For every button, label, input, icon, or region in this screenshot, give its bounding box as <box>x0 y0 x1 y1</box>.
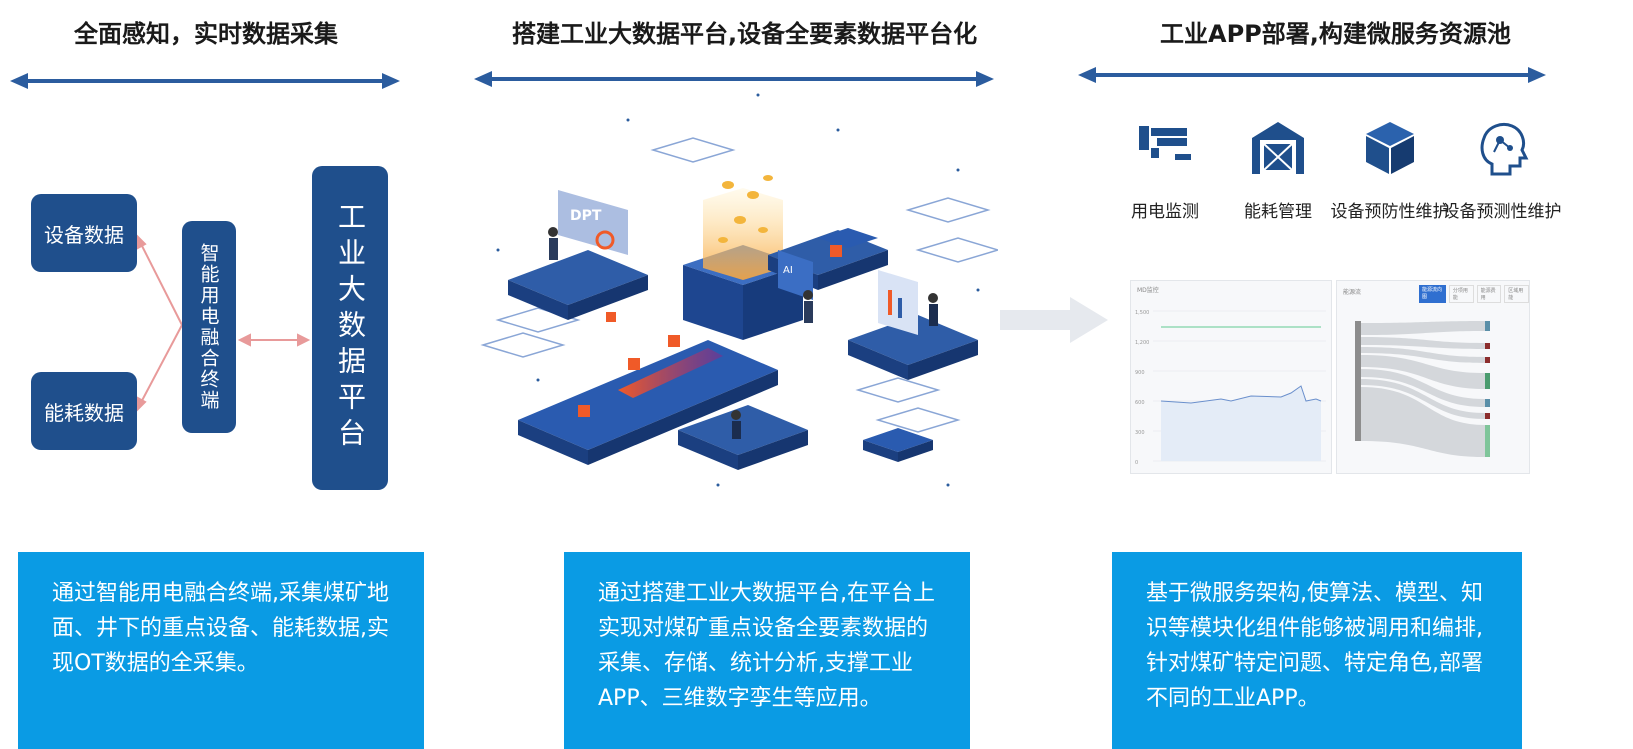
section-title-2: 搭建工业大数据平台,设备全要素数据平台化 <box>512 20 978 48</box>
double-arrow-3 <box>1078 67 1546 83</box>
isometric-platform-illustration: DPT AI <box>480 93 998 487</box>
section-title-3: 工业APP部署,构建微服务资源池 <box>1160 20 1511 48</box>
y-tick-2: 1,200 <box>1135 340 1149 346</box>
flow-arrow <box>1000 297 1108 343</box>
section-title-1: 全面感知，实时数据采集 <box>74 20 338 48</box>
app-energy-management[interactable]: 能耗管理 <box>1218 118 1338 222</box>
y-tick-1: 1,500 <box>1135 310 1149 316</box>
double-arrow-1 <box>10 73 400 89</box>
screenshot-tabs: 能源流向图 分项用能 能源费用 区域用能 <box>1419 285 1529 303</box>
app-label-1: 用电监测 <box>1131 202 1199 222</box>
screenshot-left-title: MD监控 <box>1137 287 1159 294</box>
y-tick-6: 0 <box>1135 460 1138 466</box>
double-arrow-2 <box>474 71 994 87</box>
power-monitor-icon <box>1139 126 1191 160</box>
screenshot-right-title: 能源流 <box>1343 289 1362 296</box>
app-label-3: 设备预防性维护 <box>1330 202 1450 222</box>
ai-head-icon <box>1480 123 1529 176</box>
description-3: 基于微服务架构,使算法、模型、知识等模块化组件能够被调用和编排,针对煤矿特定问题… <box>1112 552 1522 749</box>
dashboard-screenshot-right: 能源流 能源流向图 分项用能 能源费用 区域用能 <box>1336 280 1530 474</box>
platform-box: 工业大数据平台 <box>312 166 388 490</box>
cube-icon <box>1366 122 1414 174</box>
ai-label: AI <box>783 265 793 276</box>
app-label-4: 设备预测性维护 <box>1442 202 1562 222</box>
connector-lines <box>134 233 311 413</box>
y-tick-4: 600 <box>1135 400 1145 406</box>
screenshot-tab-4[interactable]: 区域用能 <box>1504 285 1529 303</box>
y-tick-5: 300 <box>1135 430 1145 436</box>
description-2: 通过搭建工业大数据平台,在平台上实现对煤矿重点设备全要素数据的采集、存储、统计分… <box>564 552 970 749</box>
description-1: 通过智能用电融合终端,采集煤矿地面、井下的重点设备、能耗数据,实现OT数据的全采… <box>18 552 424 749</box>
app-label-2: 能耗管理 <box>1244 202 1312 222</box>
energy-data-box: 能耗数据 <box>31 372 137 450</box>
screenshot-tab-2[interactable]: 分项用能 <box>1448 285 1474 303</box>
app-predictive-maintenance[interactable]: 设备预测性维护 <box>1442 118 1562 222</box>
warehouse-icon <box>1252 122 1304 174</box>
app-power-monitor[interactable]: 用电监测 <box>1105 118 1225 222</box>
terminal-box: 智能用电融合终端 <box>182 221 236 433</box>
y-tick-3: 900 <box>1135 370 1145 376</box>
sankey-thumbnail <box>1355 321 1490 457</box>
screenshot-tab-1[interactable]: 能源流向图 <box>1419 285 1446 303</box>
device-data-box: 设备数据 <box>31 194 137 272</box>
line-chart-thumbnail: 1,500 1,200 900 600 300 0 <box>1135 310 1326 466</box>
app-preventive-maintenance[interactable]: 设备预防性维护 <box>1330 118 1450 222</box>
screenshot-tab-3[interactable]: 能源费用 <box>1476 285 1502 303</box>
screen-label: DPT <box>570 208 602 224</box>
dashboard-screenshot-left: MD监控 1,500 1,200 900 600 300 0 <box>1130 280 1332 474</box>
